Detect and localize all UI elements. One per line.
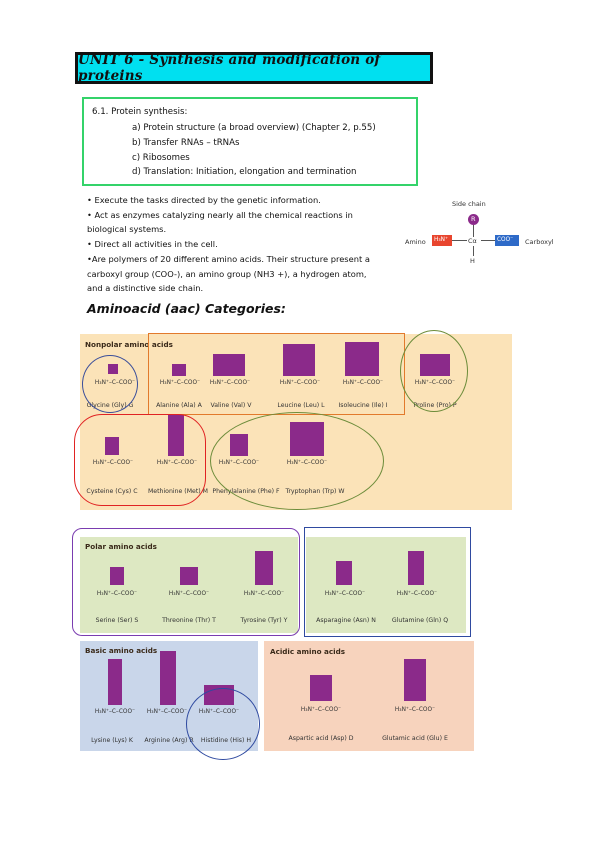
aa-name-alanine: Alanine (Ala) A xyxy=(156,402,202,409)
outline-item: b) Transfer RNAs – tRNAs xyxy=(132,138,240,148)
r-group-circle: R xyxy=(468,214,479,225)
side-chain-block xyxy=(108,659,122,705)
aa-name-serine: Serine (Ser) S xyxy=(95,617,139,624)
backbone-formula: H₃N⁺–C–COO⁻ xyxy=(342,380,384,386)
aa-name-isoleucine: Isoleucine (Ile) I xyxy=(338,402,388,409)
side-chain-block xyxy=(110,567,124,585)
backbone-formula: H₃N⁺–C–COO⁻ xyxy=(324,591,366,597)
bullet-line: • Direct all activities in the cell. xyxy=(87,239,218,249)
aa-name-methionine: Methionine (Met) M xyxy=(147,488,209,495)
annotation-circle-blue xyxy=(186,688,260,760)
carboxyl-group-box: COO⁻ xyxy=(495,235,519,246)
amino-group-box: H₃N⁺ xyxy=(432,235,452,246)
backbone-formula: H₃N⁺–C–COO⁻ xyxy=(396,591,438,597)
backbone-formula: H₃N⁺–C–COO⁻ xyxy=(94,709,136,715)
side-chain-block xyxy=(404,659,426,701)
basic-title: Basic amino acids xyxy=(85,646,158,655)
title-banner: UNIT 6 - Synthesis and modification of p… xyxy=(75,52,433,84)
backbone-formula: H₃N⁺–C–COO⁻ xyxy=(300,707,342,713)
alpha-carbon-label: Cα xyxy=(468,237,477,245)
bullet-line: • Act as enzymes catalyzing nearly all t… xyxy=(87,210,353,220)
nonpolar-title: Nonpolar amino acids xyxy=(85,340,173,349)
annotation-rect-orange xyxy=(148,333,405,415)
side-chain-block xyxy=(213,354,245,376)
side-chain-block xyxy=(172,364,186,376)
side-chain-block xyxy=(105,437,119,455)
side-chain-block xyxy=(408,551,424,585)
annotation-rect-blue xyxy=(304,527,471,637)
aa-name-lysine: Lysine (Lys) K xyxy=(91,737,133,744)
aa-name-threonine: Threonine (Thr) T xyxy=(162,617,216,624)
polar-panel-right: H₃N⁺–C–COO⁻ H₃N⁺–C–COO⁻ Asparagine (Asn)… xyxy=(306,537,466,633)
aa-name-valine: Valine (Val) V xyxy=(210,402,252,409)
carboxyl-group-text: COO⁻ xyxy=(497,237,514,243)
side-chain-block xyxy=(336,561,352,585)
backbone-formula: H₃N⁺–C–COO⁻ xyxy=(92,460,134,466)
bond-line xyxy=(481,240,495,241)
backbone-formula: H₃N⁺–C–COO⁻ xyxy=(159,380,201,386)
aa-name-cysteine: Cysteine (Cys) C xyxy=(86,488,138,495)
side-chain-block xyxy=(255,551,273,585)
aa-name-arginine: Arginine (Arg) R xyxy=(144,737,194,744)
aa-name-glutamine: Glutamine (Gln) Q xyxy=(391,617,449,624)
bullet-line: and a distinctive side chain. xyxy=(87,283,204,293)
h-label: H xyxy=(470,257,475,265)
annotation-rect-purple xyxy=(72,528,300,636)
outline-item: d) Translation: Initiation, elongation a… xyxy=(132,167,357,177)
outline-heading: 6.1. Protein synthesis: xyxy=(92,107,188,117)
backbone-formula: H₃N⁺–C–COO⁻ xyxy=(243,591,285,597)
amino-group-text: H₃N⁺ xyxy=(434,237,449,243)
side-chain-block xyxy=(345,342,379,376)
acidic-panel: Acidic amino acids H₃N⁺–C–COO⁻ H₃N⁺–C–CO… xyxy=(264,641,474,751)
aa-name-asparagine: Asparagine (Asn) N xyxy=(316,617,376,624)
bond-line xyxy=(473,246,474,256)
backbone-formula: H₃N⁺–C–COO⁻ xyxy=(394,707,436,713)
backbone-formula: H₃N⁺–C–COO⁻ xyxy=(279,380,321,386)
generic-aa-diagram: Side chain R Amino H₃N⁺ Cα COO⁻ Carboxyl… xyxy=(405,200,575,270)
side-chain-block xyxy=(310,675,332,701)
annotation-ellipse-green xyxy=(210,412,384,510)
polar-title: Polar amino acids xyxy=(85,542,157,551)
bullet-line: carboxyl group (COO-), an amino group (N… xyxy=(87,269,367,279)
backbone-formula: H₃N⁺–C–COO⁻ xyxy=(156,460,198,466)
section-subheading: Aminoacid (aac) Categories: xyxy=(87,301,286,316)
amino-label: Amino xyxy=(405,238,426,246)
bond-line xyxy=(452,240,467,241)
side-chain-label: Side chain xyxy=(452,200,486,208)
aa-name-tyrosine: Tyrosine (Tyr) Y xyxy=(240,617,288,624)
backbone-formula: H₃N⁺–C–COO⁻ xyxy=(146,709,188,715)
outline-item: c) Ribosomes xyxy=(132,153,190,163)
page-title: UNIT 6 - Synthesis and modification of p… xyxy=(78,52,381,84)
aa-name-glutamic-acid: Glutamic acid (Glu) E xyxy=(382,735,448,742)
bond-line xyxy=(473,225,474,237)
aa-name-aspartic-acid: Aspartic acid (Asp) D xyxy=(288,735,354,742)
annotation-circle-green xyxy=(400,330,468,412)
annotation-loop-red xyxy=(74,414,206,506)
backbone-formula: H₃N⁺–C–COO⁻ xyxy=(168,591,210,597)
aa-name-leucine: Leucine (Leu) L xyxy=(277,402,325,409)
bullet-line: •Are polymers of 20 different amino acid… xyxy=(87,254,370,264)
side-chain-block xyxy=(160,651,176,705)
side-chain-block xyxy=(283,344,315,376)
polar-panel-left: Polar amino acids H₃N⁺–C–COO⁻ H₃N⁺–C–COO… xyxy=(80,537,298,633)
outline-box: 6.1. Protein synthesis: a) Protein struc… xyxy=(82,97,418,186)
outline-item: a) Protein structure (a broad overview) … xyxy=(132,123,376,133)
r-label: R xyxy=(471,215,476,223)
carboxyl-label: Carboxyl xyxy=(525,238,554,246)
acidic-title: Acidic amino acids xyxy=(270,647,346,656)
bullet-line: • Execute the tasks directed by the gene… xyxy=(87,195,321,205)
side-chain-block xyxy=(180,567,198,585)
backbone-formula: H₃N⁺–C–COO⁻ xyxy=(209,380,251,386)
bullet-line: biological systems. xyxy=(87,224,167,234)
backbone-formula: H₃N⁺–C–COO⁻ xyxy=(96,591,138,597)
annotation-circle-blue xyxy=(82,355,138,413)
